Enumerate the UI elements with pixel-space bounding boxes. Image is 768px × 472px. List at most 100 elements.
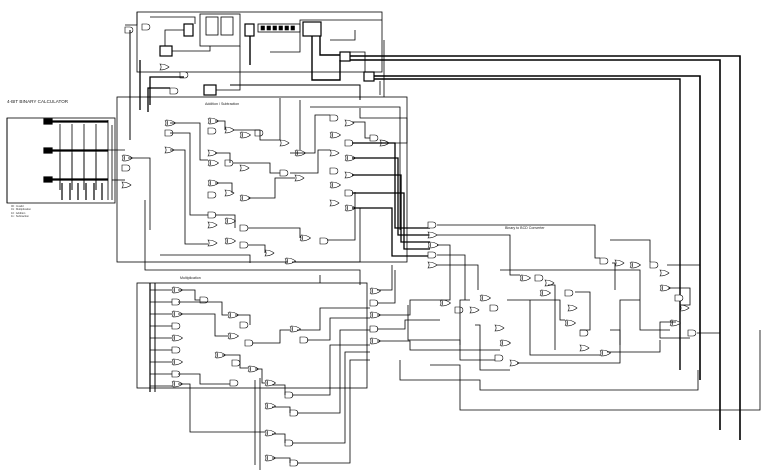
or-gate: [344, 171, 355, 179]
legend-item: 11 : Subtraction: [11, 215, 29, 219]
xor-gate-curve: [239, 194, 242, 202]
xor-gate-curve: [207, 179, 210, 187]
wire: [667, 264, 701, 300]
wire: [352, 174, 430, 243]
chip-box: [363, 71, 375, 82]
xor-gate-curve: [369, 337, 372, 345]
xor-gate-curve: [479, 294, 482, 302]
and-gate: [224, 159, 234, 167]
wire: [235, 314, 251, 325]
wire: [311, 36, 341, 81]
xor-gate-curve: [239, 131, 242, 139]
wire: [350, 59, 721, 430]
and-gate: [599, 257, 609, 265]
wire: [233, 129, 280, 141]
wire: [659, 321, 690, 339]
wire: [330, 30, 356, 41]
wire: [377, 299, 440, 316]
or-gate: [224, 126, 235, 134]
xor-gate-curve: [171, 358, 174, 366]
and-gate: [674, 294, 684, 302]
or-gate: [239, 164, 250, 172]
connector-pin: [290, 25, 295, 31]
wire: [352, 207, 430, 257]
connector-pin: [266, 25, 271, 31]
or-gate: [265, 379, 276, 387]
control-frame: [136, 11, 383, 73]
wire: [170, 149, 208, 245]
xor-gate-curve: [629, 261, 632, 269]
and-gate: [121, 164, 131, 172]
wire: [147, 87, 170, 112]
wire: [377, 265, 393, 291]
or-gate: [228, 311, 239, 319]
or-gate: [344, 119, 355, 127]
wire: [475, 324, 510, 371]
wire: [272, 433, 286, 443]
wire: [144, 200, 361, 285]
or-gate: [240, 194, 251, 202]
or-gate: [329, 199, 340, 207]
display-block: [199, 13, 241, 47]
wire: [310, 106, 401, 230]
legend-item: 01 : Multiplication: [11, 208, 32, 212]
wire: [233, 162, 280, 174]
or-gate: [285, 257, 296, 265]
wire: [297, 307, 370, 331]
or-gate: [264, 249, 275, 257]
wire: [430, 330, 761, 411]
xor-gate-curve: [214, 351, 217, 359]
and-gate: [254, 129, 264, 137]
wire: [128, 157, 151, 230]
and-gate: [344, 189, 354, 197]
and-gate: [171, 322, 181, 330]
chip-box: [159, 45, 173, 57]
or-gate: [370, 311, 381, 319]
wire: [437, 234, 520, 276]
and-gate: [207, 211, 217, 219]
wire: [215, 214, 236, 228]
wire: [374, 78, 681, 370]
seven-seg-display: [220, 16, 234, 36]
or-gate: [660, 284, 671, 292]
operation-legend: 00 : Invalid 01 : Multiplication 10 : Ad…: [11, 205, 31, 219]
or-gate: [428, 241, 439, 249]
and-gate: [534, 274, 544, 282]
label-binary-to-bcd: Binary to BCD Converter: [505, 226, 545, 230]
or-gate: [207, 239, 218, 247]
xor-gate-curve: [164, 119, 167, 127]
or-gate: [225, 237, 236, 245]
wire: [216, 46, 241, 91]
or-gate: [159, 63, 170, 71]
and-gate: [284, 439, 294, 447]
wire: [178, 313, 228, 337]
and-gate: [124, 26, 134, 34]
xor-gate-curve: [264, 429, 267, 437]
wire: [248, 227, 301, 238]
or-gate: [630, 261, 641, 269]
wire: [437, 244, 451, 301]
or-gate: [509, 359, 520, 367]
label-add-sub: Addition / Subtraction: [205, 102, 240, 106]
connector-pin: [278, 25, 283, 31]
wire: [178, 301, 228, 316]
and-gate: [207, 127, 217, 135]
add-sub-section-box: [116, 96, 408, 263]
wire: [149, 76, 184, 105]
or-gate: [172, 358, 183, 366]
and-gate: [171, 370, 181, 378]
xor-gate-curve: [599, 349, 602, 357]
wire: [292, 344, 370, 396]
input-switch: [43, 147, 53, 154]
wire: [668, 287, 691, 306]
xor-gate-curve: [369, 287, 372, 295]
wire: [178, 383, 265, 433]
and-gate: [319, 237, 329, 245]
wire: [222, 354, 248, 369]
or-gate: [579, 344, 590, 352]
wire: [290, 114, 330, 154]
and-gate: [207, 191, 217, 199]
wire: [437, 224, 600, 259]
wire: [307, 317, 370, 341]
